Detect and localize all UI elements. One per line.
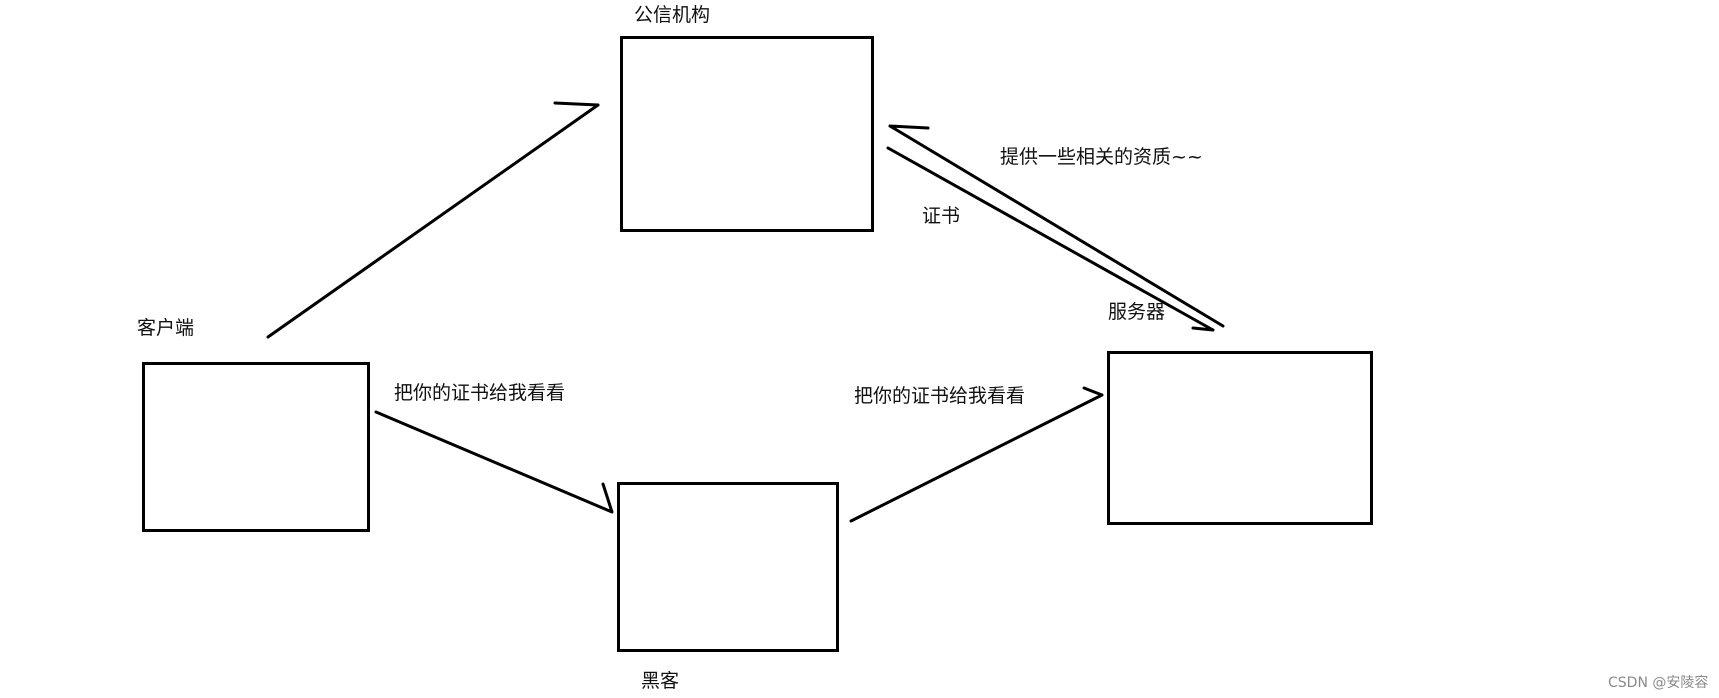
arrow-hacker-to-server xyxy=(849,386,1104,523)
arrow-client-to-authority xyxy=(266,101,600,339)
client-box xyxy=(142,362,370,532)
authority-to-server-label: 证书 xyxy=(922,205,961,227)
hacker-box xyxy=(617,482,839,652)
authority-label: 公信机构 xyxy=(634,4,711,26)
arrow-server-to-authority xyxy=(888,124,1225,328)
client-label: 客户端 xyxy=(137,317,195,339)
client-to-hacker-label: 把你的证书给我看看 xyxy=(394,382,566,404)
server-to-authority-label: 提供一些相关的资质~~ xyxy=(1000,146,1203,168)
arrow-client-to-hacker xyxy=(374,410,614,514)
hacker-to-server-label: 把你的证书给我看看 xyxy=(854,385,1026,407)
server-label: 服务器 xyxy=(1108,301,1166,323)
arrow-authority-to-server xyxy=(886,146,1215,332)
hacker-label: 黑客 xyxy=(641,670,680,692)
authority-box xyxy=(620,36,874,232)
csdn-watermark: CSDN @安陵容 xyxy=(1608,675,1709,691)
server-box xyxy=(1107,351,1373,525)
